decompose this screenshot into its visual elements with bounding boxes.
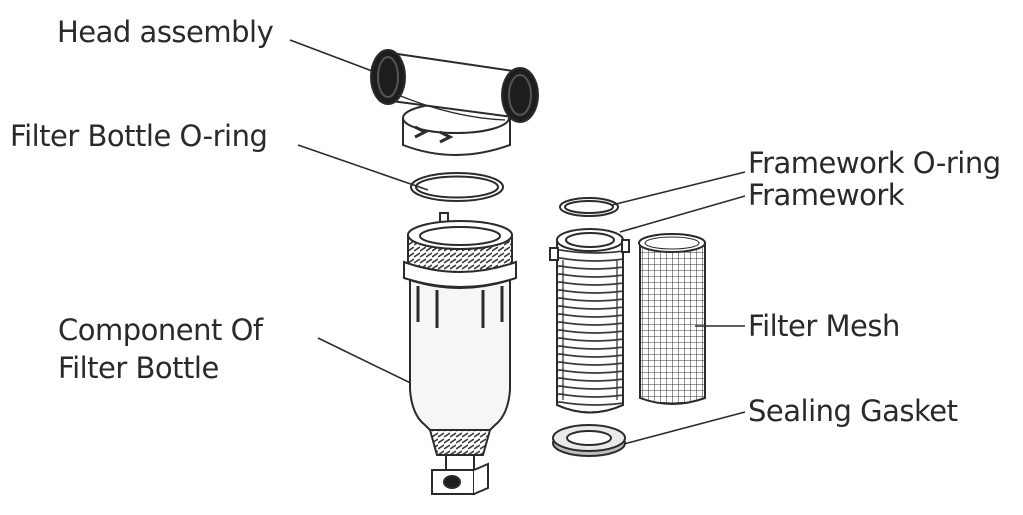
label-filter-bottle-oring: Filter Bottle O-ring: [10, 119, 268, 153]
framework: [549, 228, 630, 414]
filter-bottle-oring: [410, 172, 504, 202]
label-head-assembly: Head assembly: [57, 15, 274, 49]
leader-filter-bottle-oring: [297, 144, 429, 191]
leader-sealing-gasket: [619, 411, 746, 446]
label-component-line2: Filter Bottle: [58, 351, 219, 385]
filter-mesh: [638, 233, 706, 405]
label-filter-mesh: Filter Mesh: [748, 309, 900, 343]
label-sealing-gasket: Sealing Gasket: [748, 394, 958, 428]
framework-oring: [559, 197, 619, 217]
head-assembly: [370, 49, 539, 156]
leader-component: [317, 337, 426, 391]
label-component-line1: Component Of: [58, 313, 263, 347]
label-framework-oring: Framework O-ring: [748, 146, 1001, 180]
sealing-gasket: [552, 424, 626, 457]
filter-bottle: [403, 212, 517, 495]
leader-framework-oring: [611, 171, 746, 206]
leader-framework: [619, 195, 746, 233]
label-framework: Framework: [748, 178, 905, 212]
